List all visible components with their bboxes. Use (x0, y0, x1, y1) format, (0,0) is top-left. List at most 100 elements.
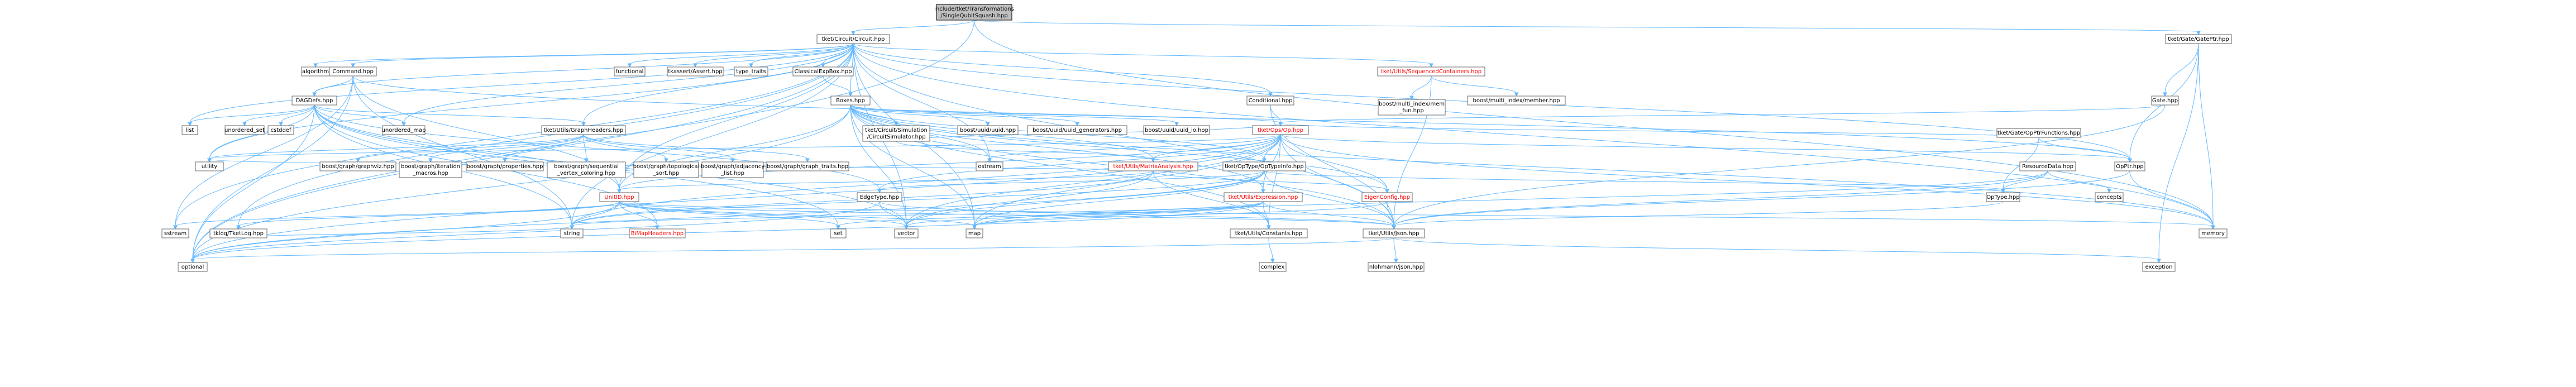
node-box (957, 125, 1019, 135)
node-concepts[interactable]: concepts (2095, 192, 2124, 202)
node-label: DAGDefs.hpp (296, 98, 333, 104)
edge-boxes-to-uuid (850, 104, 990, 127)
node-label: /SingleQubitSquash.hpp (940, 13, 1007, 19)
node-box (1986, 192, 2020, 202)
edge-dagdefs-to-unitid (314, 104, 622, 194)
node-tket-optype-optypeinfo-hpp[interactable]: tket/OpType/OpTypeInfo.hpp (1222, 161, 1306, 171)
edge-json-to-optional (190, 237, 1394, 264)
node-map[interactable]: map (966, 228, 983, 238)
node-tket-utils-constants-hpp[interactable]: tket/Utils/Constants.hpp (1230, 228, 1308, 238)
node-label: ClassicalExpBox.hpp (795, 69, 852, 75)
node-box (629, 228, 686, 238)
node-tket-gate-gateptr-hpp[interactable]: tket/Gate/GatePtr.hpp (2165, 34, 2232, 44)
node-box (667, 66, 724, 77)
node-boost-uuid-uuid-io-hpp[interactable]: boost/uuid/uuid_io.hpp (1143, 125, 1210, 135)
node-label: unordered_map (382, 127, 426, 133)
node-boxes-hpp[interactable]: Boxes.hpp (830, 95, 871, 106)
node-unitid-hpp[interactable]: UnitID.hpp (599, 192, 639, 202)
node-tket-utils-matrixanalysis-hpp[interactable]: tket/Utils/MatrixAnalysis.hpp (1108, 161, 1198, 171)
node-box (1224, 192, 1303, 202)
node-bimapheaders-hpp[interactable]: BiMapHeaders.hpp (629, 228, 686, 238)
node-box (894, 228, 919, 238)
node-label: functional (616, 69, 644, 75)
node-edgetype-hpp[interactable]: EdgeType.hpp (857, 192, 902, 202)
node-boost-multi-index-member-hpp[interactable]: boost/multi_index/member.hpp (1467, 95, 1566, 106)
node-cstddef[interactable]: cstddef (267, 125, 294, 135)
node-command-hpp[interactable]: Command.hpp (329, 66, 377, 77)
edge-circuit-to-functional (627, 43, 854, 68)
node-tket-utils-graphheaders-hpp[interactable]: tket/Utils/GraphHeaders.hpp (541, 125, 626, 135)
edge-graphheaders-to-topsort (583, 134, 668, 163)
node-unordered-map[interactable]: unordered_map (382, 125, 426, 135)
node-label: tklog/TketLog.hpp (213, 231, 264, 237)
node-tkassert-assert-hpp[interactable]: tkassert/Assert.hpp (667, 66, 724, 77)
node-conditional-hpp[interactable]: Conditional.hpp (1246, 95, 1294, 106)
node-algorithm[interactable]: algorithm (301, 66, 330, 77)
node-boost-graph-properties-hpp[interactable]: boost/graph/properties.hpp (466, 161, 544, 171)
node-tket-utils-expression-hpp[interactable]: tket/Utils/Expression.hpp (1224, 192, 1303, 202)
node-box (466, 161, 544, 171)
node-box (766, 161, 849, 171)
node-label: boost/uuid/uuid.hpp (960, 127, 1016, 133)
node-box (267, 125, 294, 135)
node-classicalexpbox-hpp[interactable]: ClassicalExpBox.hpp (792, 66, 854, 77)
node-box (701, 161, 764, 178)
node-box (329, 66, 377, 77)
node-memory[interactable]: memory (2199, 228, 2228, 238)
edge-boxes-to-memory (850, 104, 2215, 230)
node-tket-circuit-circuit-hpp[interactable]: tket/Circuit/Circuit.hpp (816, 34, 890, 44)
node-optional[interactable]: optional (178, 262, 208, 272)
node-boost-uuid-uuid-hpp[interactable]: boost/uuid/uuid.hpp (957, 125, 1019, 135)
node-ostream[interactable]: ostream (976, 161, 1003, 171)
node-sstream[interactable]: sstream (161, 228, 189, 238)
node-complex[interactable]: complex (1259, 262, 1287, 272)
edge-resourcedata-to-concepts (2047, 170, 2111, 194)
node-box (1246, 95, 1294, 106)
node-unordered-set[interactable]: unordered_set (224, 125, 265, 135)
node-boost-graph-iteration-macros-hpp[interactable]: boost/graph/iteration_macros.hpp (399, 161, 462, 178)
node-vector[interactable]: vector (894, 228, 919, 238)
node-tket-utils-sequencedcontainers-hpp[interactable]: tket/Utils/SequencedContainers.hpp (1377, 66, 1485, 77)
node-tklog-tketlog-hpp[interactable]: tklog/TketLog.hpp (209, 228, 267, 238)
node-boost-uuid-uuid-generators-hpp[interactable]: boost/uuid/uuid_generators.hpp (1027, 125, 1127, 135)
node-opptr-hpp[interactable]: OpPtr.hpp (2114, 161, 2145, 171)
node-optype-hpp[interactable]: OpType.hpp (1986, 192, 2020, 202)
node-box (599, 192, 639, 202)
node-set[interactable]: set (830, 228, 847, 238)
node-utility[interactable]: utility (195, 161, 224, 171)
node-boost-multi-index-mem-fun-hpp[interactable]: boost/multi_index/mem_fun.hpp (1378, 99, 1446, 116)
edge-op-to-opptr (1280, 134, 2132, 163)
node-box (1259, 262, 1287, 272)
node-boost-graph-graph-traits-hpp[interactable]: boost/graph/graph_traits.hpp (766, 161, 849, 171)
node-box (792, 66, 854, 77)
node-tket-circuit-simulation-circuitsimulator-hpp[interactable]: tket/Circuit/Simulation/CircuitSimulator… (862, 125, 930, 142)
node-tket-gate-opptrfunctions-hpp[interactable]: tket/Gate/OpPtrFunctions.hpp (1996, 128, 2081, 138)
node-dagdefs-hpp[interactable]: DAGDefs.hpp (291, 95, 337, 106)
node-boost-graph-topological-sort-hpp[interactable]: boost/graph/topological_sort.hpp (633, 161, 700, 178)
node-tket-utils-json-hpp[interactable]: tket/Utils/Json.hpp (1363, 228, 1425, 238)
node-tket-ops-op-hpp[interactable]: tket/Ops/Op.hpp (1252, 125, 1309, 135)
edge-op-to-ostream (987, 134, 1281, 163)
node-label: tket/Circuit/Simulation (865, 127, 928, 133)
node-label: sstream (164, 231, 187, 237)
node-boost-graph-adjacency-list-hpp[interactable]: boost/graph/adjacency_list.hpp (701, 161, 765, 178)
node-box (1378, 99, 1446, 116)
node-label: concepts (2096, 194, 2121, 200)
node-string[interactable]: string (560, 228, 584, 238)
edge-optypeinfo-to-string (570, 170, 1265, 230)
node-box (399, 161, 462, 178)
node-boost-graph-sequential-vertex-coloring-hpp[interactable]: boost/graph/sequential_vertex_coloring.h… (547, 161, 626, 178)
node-box (1027, 125, 1127, 135)
edge-boxes-to-uuidgen (850, 104, 1079, 127)
node-type-traits[interactable]: type_traits (734, 66, 768, 77)
node-eigenconfig-hpp[interactable]: EigenConfig.hpp (1361, 192, 1413, 202)
node-label: string (564, 231, 580, 237)
node-resourcedata-hpp[interactable]: ResourceData.hpp (2019, 161, 2076, 171)
node-boost-graph-graphviz-hpp[interactable]: boost/graph/graphviz.hpp (319, 161, 396, 171)
node-list[interactable]: list (181, 125, 198, 135)
node-nlohmann-json-hpp[interactable]: nlohmann/json.hpp (1368, 262, 1425, 272)
node-gate-hpp[interactable]: Gate.hpp (2151, 95, 2179, 106)
node-functional[interactable]: functional (614, 66, 646, 77)
node-exception[interactable]: exception (2142, 262, 2176, 272)
